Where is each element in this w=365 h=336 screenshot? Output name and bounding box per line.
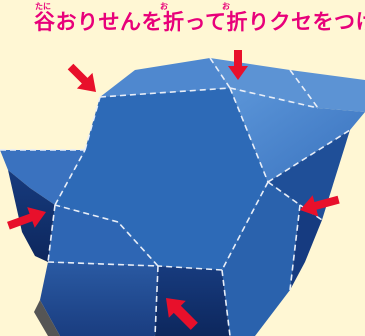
red-arrows [7,50,340,330]
arrow-top-left [67,63,96,92]
arrow-bottom [166,298,198,330]
face-right-upper [230,88,365,182]
arrow-right [300,195,340,217]
face-bottom-right [222,182,300,336]
paper-faces [0,58,365,336]
face-gray-tab [34,300,60,336]
furigana-tani: たに [35,2,51,11]
instruction-title: 谷おりせんを折って折りクセをつける [34,10,365,34]
furigana-o-2: お [222,2,230,11]
arrow-left [7,207,46,230]
face-lower-left [48,205,158,266]
face-top-strip [100,58,230,97]
face-bottom-center [155,266,230,336]
face-left-wedge [0,150,85,205]
face-center-pentagon [55,88,268,270]
face-top-right [210,58,365,112]
arrow-top-center [228,50,248,80]
furigana-o-1: お [160,2,168,11]
face-lower-left-bottom [40,262,158,336]
face-right-lower [268,130,350,220]
